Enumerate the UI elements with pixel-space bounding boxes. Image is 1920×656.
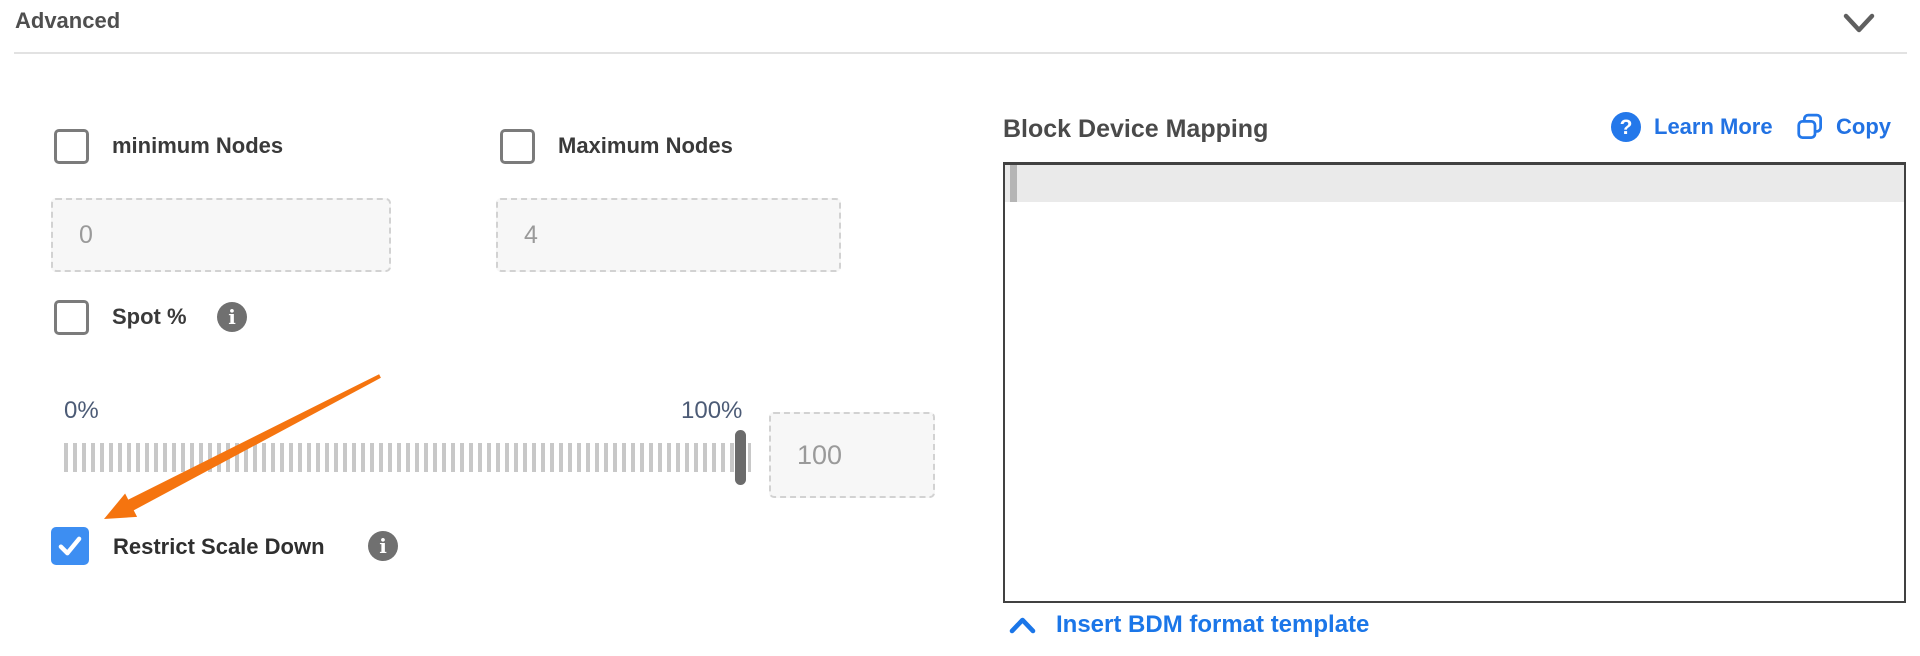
question-circle-icon: ? bbox=[1611, 112, 1641, 142]
section-title: Advanced bbox=[15, 8, 121, 33]
learn-more-label: Learn More bbox=[1654, 114, 1773, 139]
info-icon[interactable]: i bbox=[217, 302, 247, 332]
slider-max-label: 100% bbox=[681, 397, 743, 424]
restrict-scale-down-checkbox[interactable] bbox=[51, 527, 89, 565]
chevron-down-icon[interactable] bbox=[1842, 12, 1876, 36]
slider-thumb[interactable] bbox=[735, 430, 746, 485]
bdm-title: Block Device Mapping bbox=[1003, 115, 1269, 143]
minimum-nodes-checkbox[interactable] bbox=[54, 129, 89, 164]
editor-caret bbox=[1010, 165, 1017, 202]
spot-percent-label: Spot % bbox=[112, 304, 187, 329]
insert-template-label: Insert BDM format template bbox=[1056, 611, 1370, 638]
maximum-nodes-label: Maximum Nodes bbox=[558, 133, 733, 158]
maximum-nodes-checkbox[interactable] bbox=[500, 129, 535, 164]
spot-percent-checkbox[interactable] bbox=[54, 300, 89, 335]
maximum-nodes-input[interactable] bbox=[496, 198, 841, 272]
chevron-up-icon bbox=[1009, 617, 1036, 633]
bdm-editor[interactable] bbox=[1003, 162, 1906, 603]
header-divider bbox=[14, 52, 1907, 54]
copy-label: Copy bbox=[1836, 114, 1891, 139]
copy-button[interactable]: Copy bbox=[1795, 112, 1891, 142]
restrict-scale-down-label: Restrict Scale Down bbox=[113, 534, 325, 559]
minimum-nodes-input[interactable] bbox=[51, 198, 391, 272]
editor-active-line bbox=[1005, 165, 1904, 202]
insert-bdm-template-link[interactable]: Insert BDM format template bbox=[1008, 611, 1369, 639]
spot-percent-slider[interactable] bbox=[64, 443, 751, 472]
checkmark-icon bbox=[58, 536, 82, 556]
minimum-nodes-label: minimum Nodes bbox=[112, 133, 284, 158]
learn-more-link[interactable]: ? Learn More bbox=[1611, 112, 1773, 142]
slider-min-label: 0% bbox=[64, 397, 99, 424]
info-icon[interactable]: i bbox=[368, 531, 398, 561]
orange-arrow-annotation bbox=[104, 374, 381, 519]
spot-percent-input[interactable] bbox=[769, 412, 935, 498]
copy-icon bbox=[1797, 113, 1822, 139]
